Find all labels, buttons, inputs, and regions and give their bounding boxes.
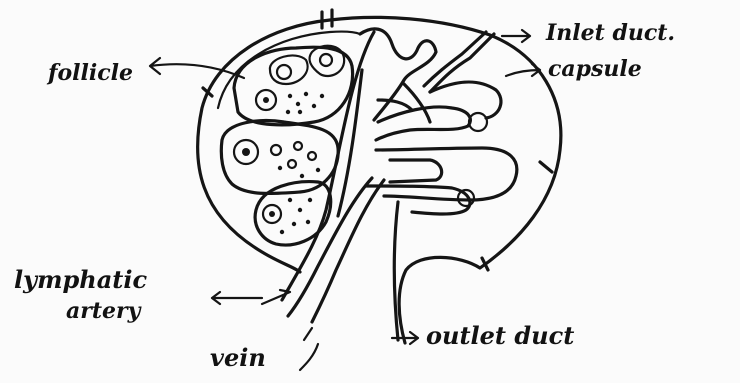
sinus-upper — [376, 107, 470, 140]
label-follicle: follicle — [46, 60, 133, 86]
medulla-outline — [360, 29, 436, 120]
capsule-tick-right — [540, 162, 552, 172]
vein-vessel — [312, 180, 384, 322]
vein-arrow — [300, 328, 318, 370]
lymphatic-artery-arrow — [212, 290, 290, 304]
outlet-duct-vessel — [394, 202, 398, 340]
sinus-middle — [376, 148, 517, 200]
label-outlet-duct: outlet duct — [426, 321, 574, 350]
vessel-loop-lower — [458, 190, 474, 206]
label-capsule: capsule — [548, 56, 642, 82]
label-lymphatic: lymphatic — [14, 265, 147, 294]
label-inlet-duct: Inlet duct. — [545, 20, 675, 46]
sinus-middle-inner — [390, 160, 442, 182]
inlet-duct-arrow — [502, 30, 530, 42]
label-artery: artery — [66, 298, 143, 324]
label-vein: vein — [210, 343, 266, 372]
capsule-outline — [198, 17, 561, 343]
capsule-arrow — [506, 64, 540, 76]
